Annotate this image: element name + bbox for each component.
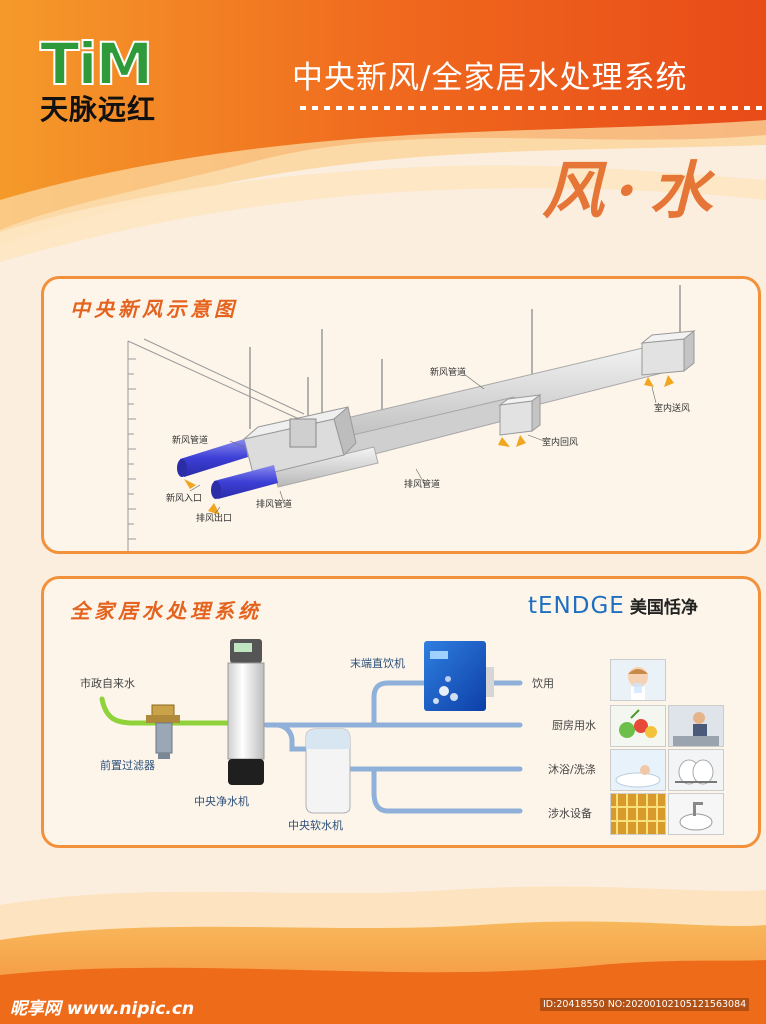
partner-logo: tENDGE 美国恬净 <box>528 593 698 619</box>
partner-name: 美国恬净 <box>629 598 698 618</box>
label-drinking: 饮用 <box>532 677 554 690</box>
terminal-dispenser-unit <box>424 641 494 711</box>
central-softener-unit <box>305 728 351 814</box>
label-bath: 沐浴/洗涤 <box>548 763 596 776</box>
water-panel-title: 全家居水处理系统 <box>70 599 262 623</box>
label-terminal-dispenser: 末端直饮机 <box>350 657 405 670</box>
label-fresh-duct-top: 新风管道 <box>430 368 467 378</box>
water-diagram <box>99 639 523 814</box>
fresh-air-panel: 中央新风示意图 <box>41 276 761 554</box>
fresh-air-panel-title: 中央新风示意图 <box>70 297 238 321</box>
watermark: 昵享网 www.nipic.cn <box>10 999 195 1019</box>
wall-ruler <box>127 338 305 551</box>
label-appliances: 涉水设备 <box>548 807 592 820</box>
image-id: ID:20418550 NO:20200102105121563084 <box>540 998 750 1011</box>
partner-logo-mark: tENDGE <box>528 593 625 619</box>
label-exhaust-outlet: 排风出口 <box>196 514 233 524</box>
label-exhaust-duct-mid: 排风管道 <box>404 480 441 490</box>
label-indoor-supply: 室内送风 <box>654 404 691 414</box>
label-indoor-return: 室内回风 <box>542 438 579 448</box>
label-exhaust-duct-left: 排风管道 <box>256 500 293 510</box>
label-central-softener: 中央软水机 <box>288 819 343 832</box>
fresh-air-diagram <box>127 285 696 551</box>
main-title: 中央新风/全家居水处理系统 <box>292 60 688 96</box>
kitchen-photo-cooking <box>668 705 724 747</box>
dishes-photo <box>668 749 724 791</box>
brand-name: 天脉远红 <box>40 93 157 126</box>
water-panel: 全家居水处理系统 tENDGE 美国恬净 <box>41 576 761 848</box>
label-central-purifier: 中央净水机 <box>194 795 249 808</box>
inlet-pipe <box>99 696 233 726</box>
dotted-divider <box>300 106 766 110</box>
floor-heating-photo <box>610 793 666 835</box>
bath-photo <box>610 749 666 791</box>
logo: TiM 天脉远红 <box>39 30 180 126</box>
pre-filter-unit <box>146 704 180 759</box>
central-purifier-unit <box>227 639 265 785</box>
basin-photo <box>668 793 724 835</box>
logo-mark: TiM <box>39 30 154 98</box>
label-kitchen: 厨房用水 <box>552 719 596 732</box>
calligraphy-title: 风·水 <box>542 154 724 227</box>
label-pre-filter: 前置过滤器 <box>100 759 155 772</box>
distribution-pipes <box>263 680 523 814</box>
label-fresh-inlet: 新风入口 <box>166 494 203 504</box>
drinking-photo <box>610 659 666 701</box>
label-municipal-water: 市政自来水 <box>80 677 135 690</box>
label-fresh-duct-left: 新风管道 <box>172 436 209 446</box>
kitchen-photo-vegetables <box>610 705 666 747</box>
